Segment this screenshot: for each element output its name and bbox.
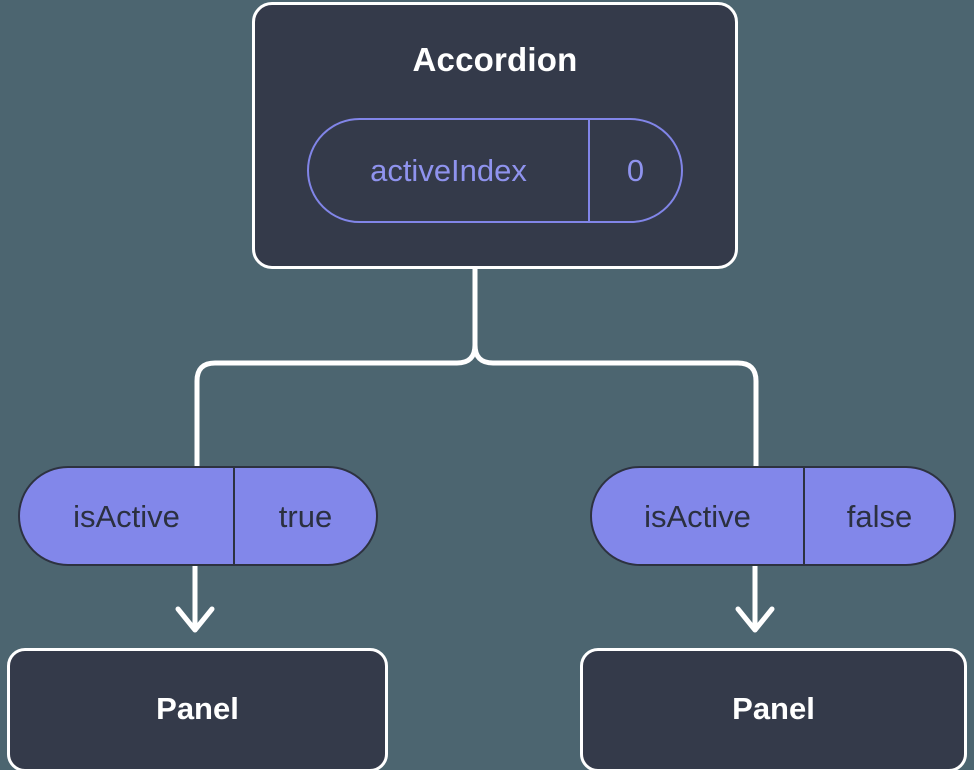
state-pill-value: 0 — [626, 153, 645, 188]
component-title: Panel — [732, 690, 815, 726]
arrow-down-icon-left — [175, 566, 215, 633]
arrow-down-icon-right — [735, 566, 775, 633]
prop-pill-value: true — [278, 498, 333, 534]
prop-pill-key: isActive — [20, 468, 235, 564]
prop-pill-isactive-true[interactable]: isActive true — [18, 466, 378, 566]
prop-pill-isactive-false[interactable]: isActive false — [590, 466, 956, 566]
prop-pill-value: false — [846, 498, 913, 534]
component-card-panel-right[interactable]: Panel — [580, 648, 967, 772]
edge-root-to-fork — [194, 266, 478, 469]
component-title: Accordion — [412, 41, 578, 78]
edge-fork-to-right — [472, 342, 759, 469]
state-pill-activeindex[interactable]: activeIndex 0 — [307, 118, 683, 223]
prop-pill-key: isActive — [592, 468, 805, 564]
component-card-panel-left[interactable]: Panel — [7, 648, 388, 772]
component-title: Panel — [156, 690, 239, 726]
state-pill-key: activeIndex — [309, 120, 590, 221]
